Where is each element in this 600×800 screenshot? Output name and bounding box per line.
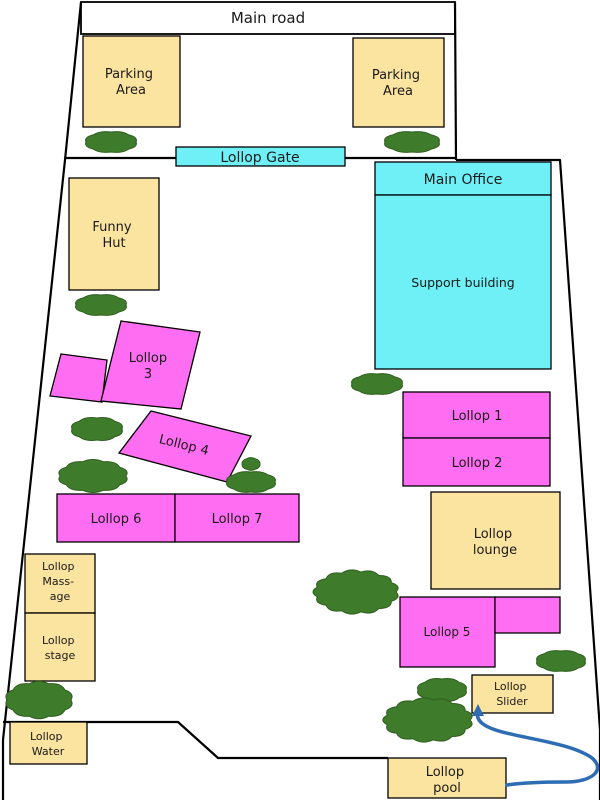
lollop-massage [24,553,96,614]
lollop-slider [471,674,554,714]
bush-icon [58,459,128,494]
lollop-lounge-label: Lollop lounge [473,527,517,558]
slider-path [476,710,600,787]
bush-icon [226,471,276,493]
funny-hut [68,177,160,291]
lollop-water-label: Lollop Water [30,730,66,758]
lollop-slider-label: Lollop Slider [494,680,530,708]
lollop-2-label: Lollop 2 [452,456,503,471]
bush-icon [241,457,261,471]
lollop-2 [402,437,551,487]
bush-icon [85,131,137,153]
bush-icon [536,650,586,672]
lollop-pool [387,757,507,799]
bush-icon [382,697,473,743]
main-road [80,1,456,35]
site-boundary-bottom [3,720,388,760]
bush-icon [5,680,73,720]
lollop-pool-label: Lollop pool [426,765,469,796]
parking-area-left [82,35,181,128]
lollop-5 [399,596,496,668]
lollop-3-annex [49,353,108,403]
support-building-label: Support building [411,275,514,290]
site-boundary-top-right [453,1,458,161]
lollop-gate-label: Lollop Gate [220,150,299,166]
lollop-3 [100,320,201,410]
lollop-5-annex [494,596,561,634]
bush-icon [417,678,467,702]
lollop-massage-label: Lollop Mass- age [42,560,78,603]
bush-icon [312,569,399,615]
support-building [374,194,552,370]
lollop-stage [24,612,96,682]
bush-icon [71,417,123,441]
site-boundary-left [1,1,83,800]
lollop-3-label: Lollop 3 [129,351,172,382]
bush-icon [384,131,440,153]
site-boundary-right [456,158,600,800]
parking-area-right [352,37,445,128]
lollop-7-label: Lollop 7 [212,512,263,527]
lollop-6-label: Lollop 6 [91,512,142,527]
bush-icon [75,294,127,316]
parking-area-left-label: Parking Area [105,67,157,98]
lollop-7 [174,493,300,543]
funny-hut-label: Funny Hut [92,220,135,251]
main-office-label: Main Office [424,172,503,188]
lollop-1-label: Lollop 1 [452,409,503,424]
lollop-1 [402,391,551,439]
slider-path-arrow [472,704,484,716]
lollop-5-label: Lollop 5 [424,625,471,639]
main-road-label: Main road [231,9,305,27]
lollop-water [9,721,88,765]
main-office [374,161,552,196]
tree-group [5,131,586,743]
bush-icon [351,373,403,395]
lollop-lounge [430,491,561,590]
lollop-gate [175,146,346,167]
parking-area-right-label: Parking Area [372,68,424,99]
lollop-stage-label: Lollop stage [42,634,78,662]
